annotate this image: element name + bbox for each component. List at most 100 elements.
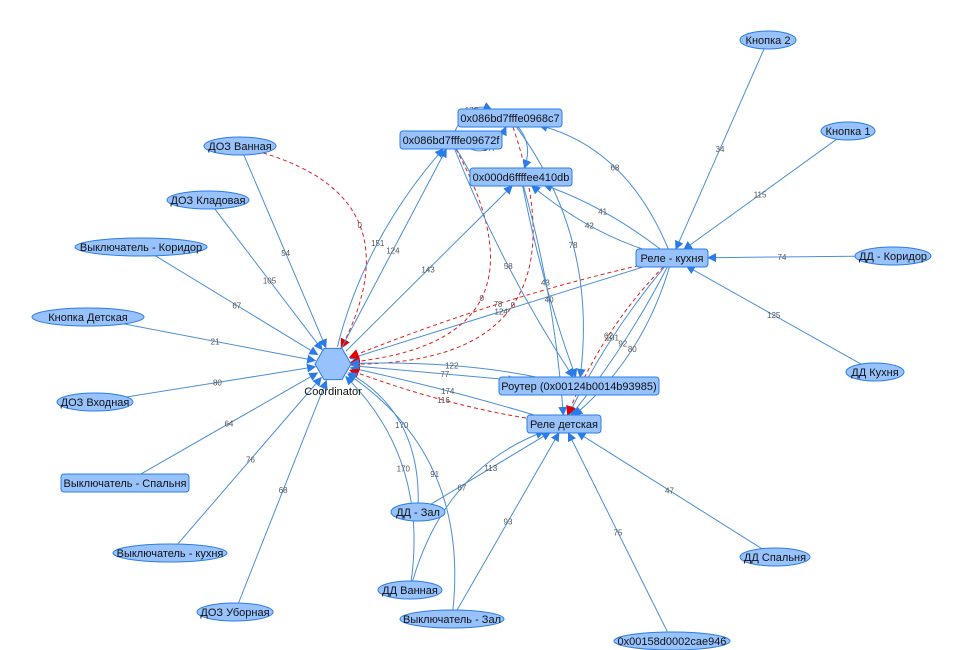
- node-shape[interactable]: [854, 246, 932, 266]
- node-vykl_spalnya[interactable]: Выключатель - Спальня: [60, 473, 190, 493]
- edge-label: 34: [716, 145, 725, 154]
- node-shape[interactable]: [166, 190, 250, 210]
- edge-coordinator-r0db-26[interactable]: [345, 185, 513, 352]
- node-knopka1[interactable]: Кнопка 1: [820, 121, 876, 141]
- edge-dd_vannaya-rele_detskaya-42[interactable]: [412, 430, 545, 582]
- node-shape[interactable]: [739, 30, 797, 50]
- node-shape[interactable]: [635, 248, 709, 268]
- edge-dev946-rele_detskaya-45[interactable]: [567, 432, 668, 633]
- node-knopka2[interactable]: Кнопка 2: [739, 30, 797, 50]
- node-vykl_zal[interactable]: Выключатель - Зал: [399, 609, 505, 629]
- node-router[interactable]: Роутер (0x00124b0014b93985): [498, 376, 660, 396]
- node-shape[interactable]: [390, 502, 446, 522]
- edge-dd_vannaya-coordinator-41[interactable]: [345, 375, 415, 582]
- node-coordinator[interactable]: Coordinator: [304, 347, 362, 398]
- node-shape[interactable]: [112, 543, 228, 563]
- node-doz_ubornaya[interactable]: ДОЗ Уборная: [196, 602, 274, 622]
- edge-r8c7-coordinator-23[interactable]: [350, 126, 534, 370]
- edge-rele_kuhnya-coordinator-7[interactable]: [349, 264, 650, 361]
- edge-doz_vhodnaya-coordinator-18[interactable]: [126, 363, 317, 398]
- edge-r72f-router-31[interactable]: [454, 148, 574, 378]
- edge-rele_kuhnya-rele_detskaya-9[interactable]: [567, 266, 665, 416]
- node-shape[interactable]: [74, 237, 208, 257]
- edge-rele_kuhnya-rele_detskaya-10[interactable]: [570, 266, 668, 416]
- edge-label: 116: [437, 396, 450, 405]
- edge-doz_vannaya-coordinator-13[interactable]: [243, 154, 327, 349]
- node-shape[interactable]: [314, 347, 352, 381]
- node-shape[interactable]: [399, 130, 503, 150]
- node-vykl_koridor[interactable]: Выключатель - Коридор: [74, 237, 208, 257]
- node-dd_koridor[interactable]: ДД - Коридор: [854, 246, 932, 266]
- node-doz_vhodnaya[interactable]: ДОЗ Входная: [56, 392, 134, 412]
- node-dd_vannaya[interactable]: ДД Ванная: [377, 580, 443, 600]
- edge-r0db-router-32[interactable]: [522, 185, 578, 378]
- node-shape[interactable]: [377, 580, 443, 600]
- edge-router-coordinator-36[interactable]: [350, 358, 542, 379]
- edge-label: 151: [371, 239, 385, 248]
- edge-dd_koridor-rele_kuhnya-2[interactable]: [707, 253, 856, 263]
- node-shape[interactable]: [526, 414, 602, 434]
- node-shape[interactable]: [31, 307, 145, 327]
- edge-rele_kuhnya-rele_detskaya-12[interactable]: [573, 266, 670, 416]
- edge-vykl_zal-coordinator-43[interactable]: [347, 373, 456, 611]
- edge-knopka_detskaya-coordinator-17[interactable]: [123, 323, 317, 364]
- edge-label: 21: [211, 337, 220, 346]
- node-shape[interactable]: [613, 631, 731, 650]
- edge-vykl_spalnya-coordinator-19[interactable]: [140, 372, 319, 475]
- edge-dd_kuhnya-rele_kuhnya-3[interactable]: [685, 265, 862, 365]
- edge-r72f-coordinator-22[interactable]: [349, 148, 491, 367]
- edge-doz_kladovaya-coordinator-15[interactable]: [214, 208, 323, 351]
- edge-coordinator-r72f-25[interactable]: [336, 148, 444, 347]
- node-shape[interactable]: [56, 392, 134, 412]
- edge-dd_zal-rele_detskaya-40[interactable]: [430, 431, 551, 505]
- node-rele_detskaya[interactable]: Реле детская: [526, 414, 602, 434]
- edge-vykl_kuhnya-coordinator-20[interactable]: [177, 376, 322, 545]
- edge-rele_kuhnya-r0db-5[interactable]: [543, 183, 662, 250]
- edge-rele_kuhnya-r8c7-4[interactable]: [538, 123, 669, 250]
- node-dd_zal[interactable]: ДД - Зал: [390, 502, 446, 522]
- edge-label: 170: [397, 464, 411, 473]
- edge-knopka2-rele_kuhnya-0[interactable]: [675, 48, 765, 250]
- node-shape[interactable]: [820, 121, 876, 141]
- node-shape[interactable]: [469, 167, 573, 187]
- node-shape[interactable]: [739, 547, 811, 567]
- edge-rele_detskaya-coordinator-37[interactable]: [349, 365, 541, 418]
- node-doz_vannaya[interactable]: ДОЗ Ванная: [203, 136, 277, 156]
- edge-coordinator-r72f-24[interactable]: [340, 148, 447, 349]
- edge-r8c7-r0db-30[interactable]: [517, 126, 532, 169]
- edge-rele_detskaya-coordinator-38[interactable]: [348, 368, 533, 420]
- edge-vykl_zal-rele_detskaya-44[interactable]: [456, 432, 560, 611]
- node-shape[interactable]: [203, 136, 277, 156]
- edge-knopka1-rele_kuhnya-1[interactable]: [683, 138, 837, 251]
- node-knopka_detskaya[interactable]: Кнопка Детская: [31, 307, 145, 327]
- node-label: Выключатель - кухня: [117, 548, 224, 560]
- node-r72f[interactable]: 0x086bd7fffe09672f: [399, 130, 503, 150]
- node-doz_kladovaya[interactable]: ДОЗ Кладовая: [166, 190, 250, 210]
- node-shape[interactable]: [457, 108, 563, 128]
- edge-vykl_koridor-coordinator-16[interactable]: [155, 255, 319, 356]
- node-shape[interactable]: [399, 609, 505, 629]
- node-r0db[interactable]: 0x000d6ffffee410db: [469, 167, 573, 187]
- node-shape[interactable]: [498, 376, 660, 396]
- edge-r8c7-router-34[interactable]: [516, 126, 586, 378]
- node-dd_kuhnya[interactable]: ДД Кухня: [845, 362, 905, 382]
- node-label: 0x000d6ffffee410db: [473, 172, 570, 184]
- edge-label: 78: [493, 300, 502, 309]
- edge-dd_zal-coordinator-39[interactable]: [347, 372, 419, 504]
- node-shape[interactable]: [196, 602, 274, 622]
- node-shape[interactable]: [60, 473, 190, 493]
- edge-doz_ubornaya-coordinator-21[interactable]: [238, 379, 328, 604]
- node-r8c7[interactable]: 0x086bd7fffe0968c7: [457, 108, 563, 128]
- edge-label: 124: [495, 307, 509, 316]
- edge-dd_spalnya-rele_detskaya-46[interactable]: [576, 431, 763, 550]
- node-rele_kuhnya[interactable]: Реле - кухня: [635, 248, 709, 268]
- node-dd_spalnya[interactable]: ДД Спальня: [739, 547, 811, 567]
- edge-rele_kuhnya-r0db-6[interactable]: [531, 185, 650, 252]
- edge-label: 174: [441, 387, 455, 396]
- edge-rele_kuhnya-coordinator-8[interactable]: [348, 263, 646, 359]
- node-dev946[interactable]: 0x00158d0002cae946: [613, 631, 731, 650]
- edge-doz_vannaya-coordinator-14[interactable]: [262, 152, 367, 349]
- node-vykl_kuhnya[interactable]: Выключатель - кухня: [112, 543, 228, 563]
- node-shape[interactable]: [845, 362, 905, 382]
